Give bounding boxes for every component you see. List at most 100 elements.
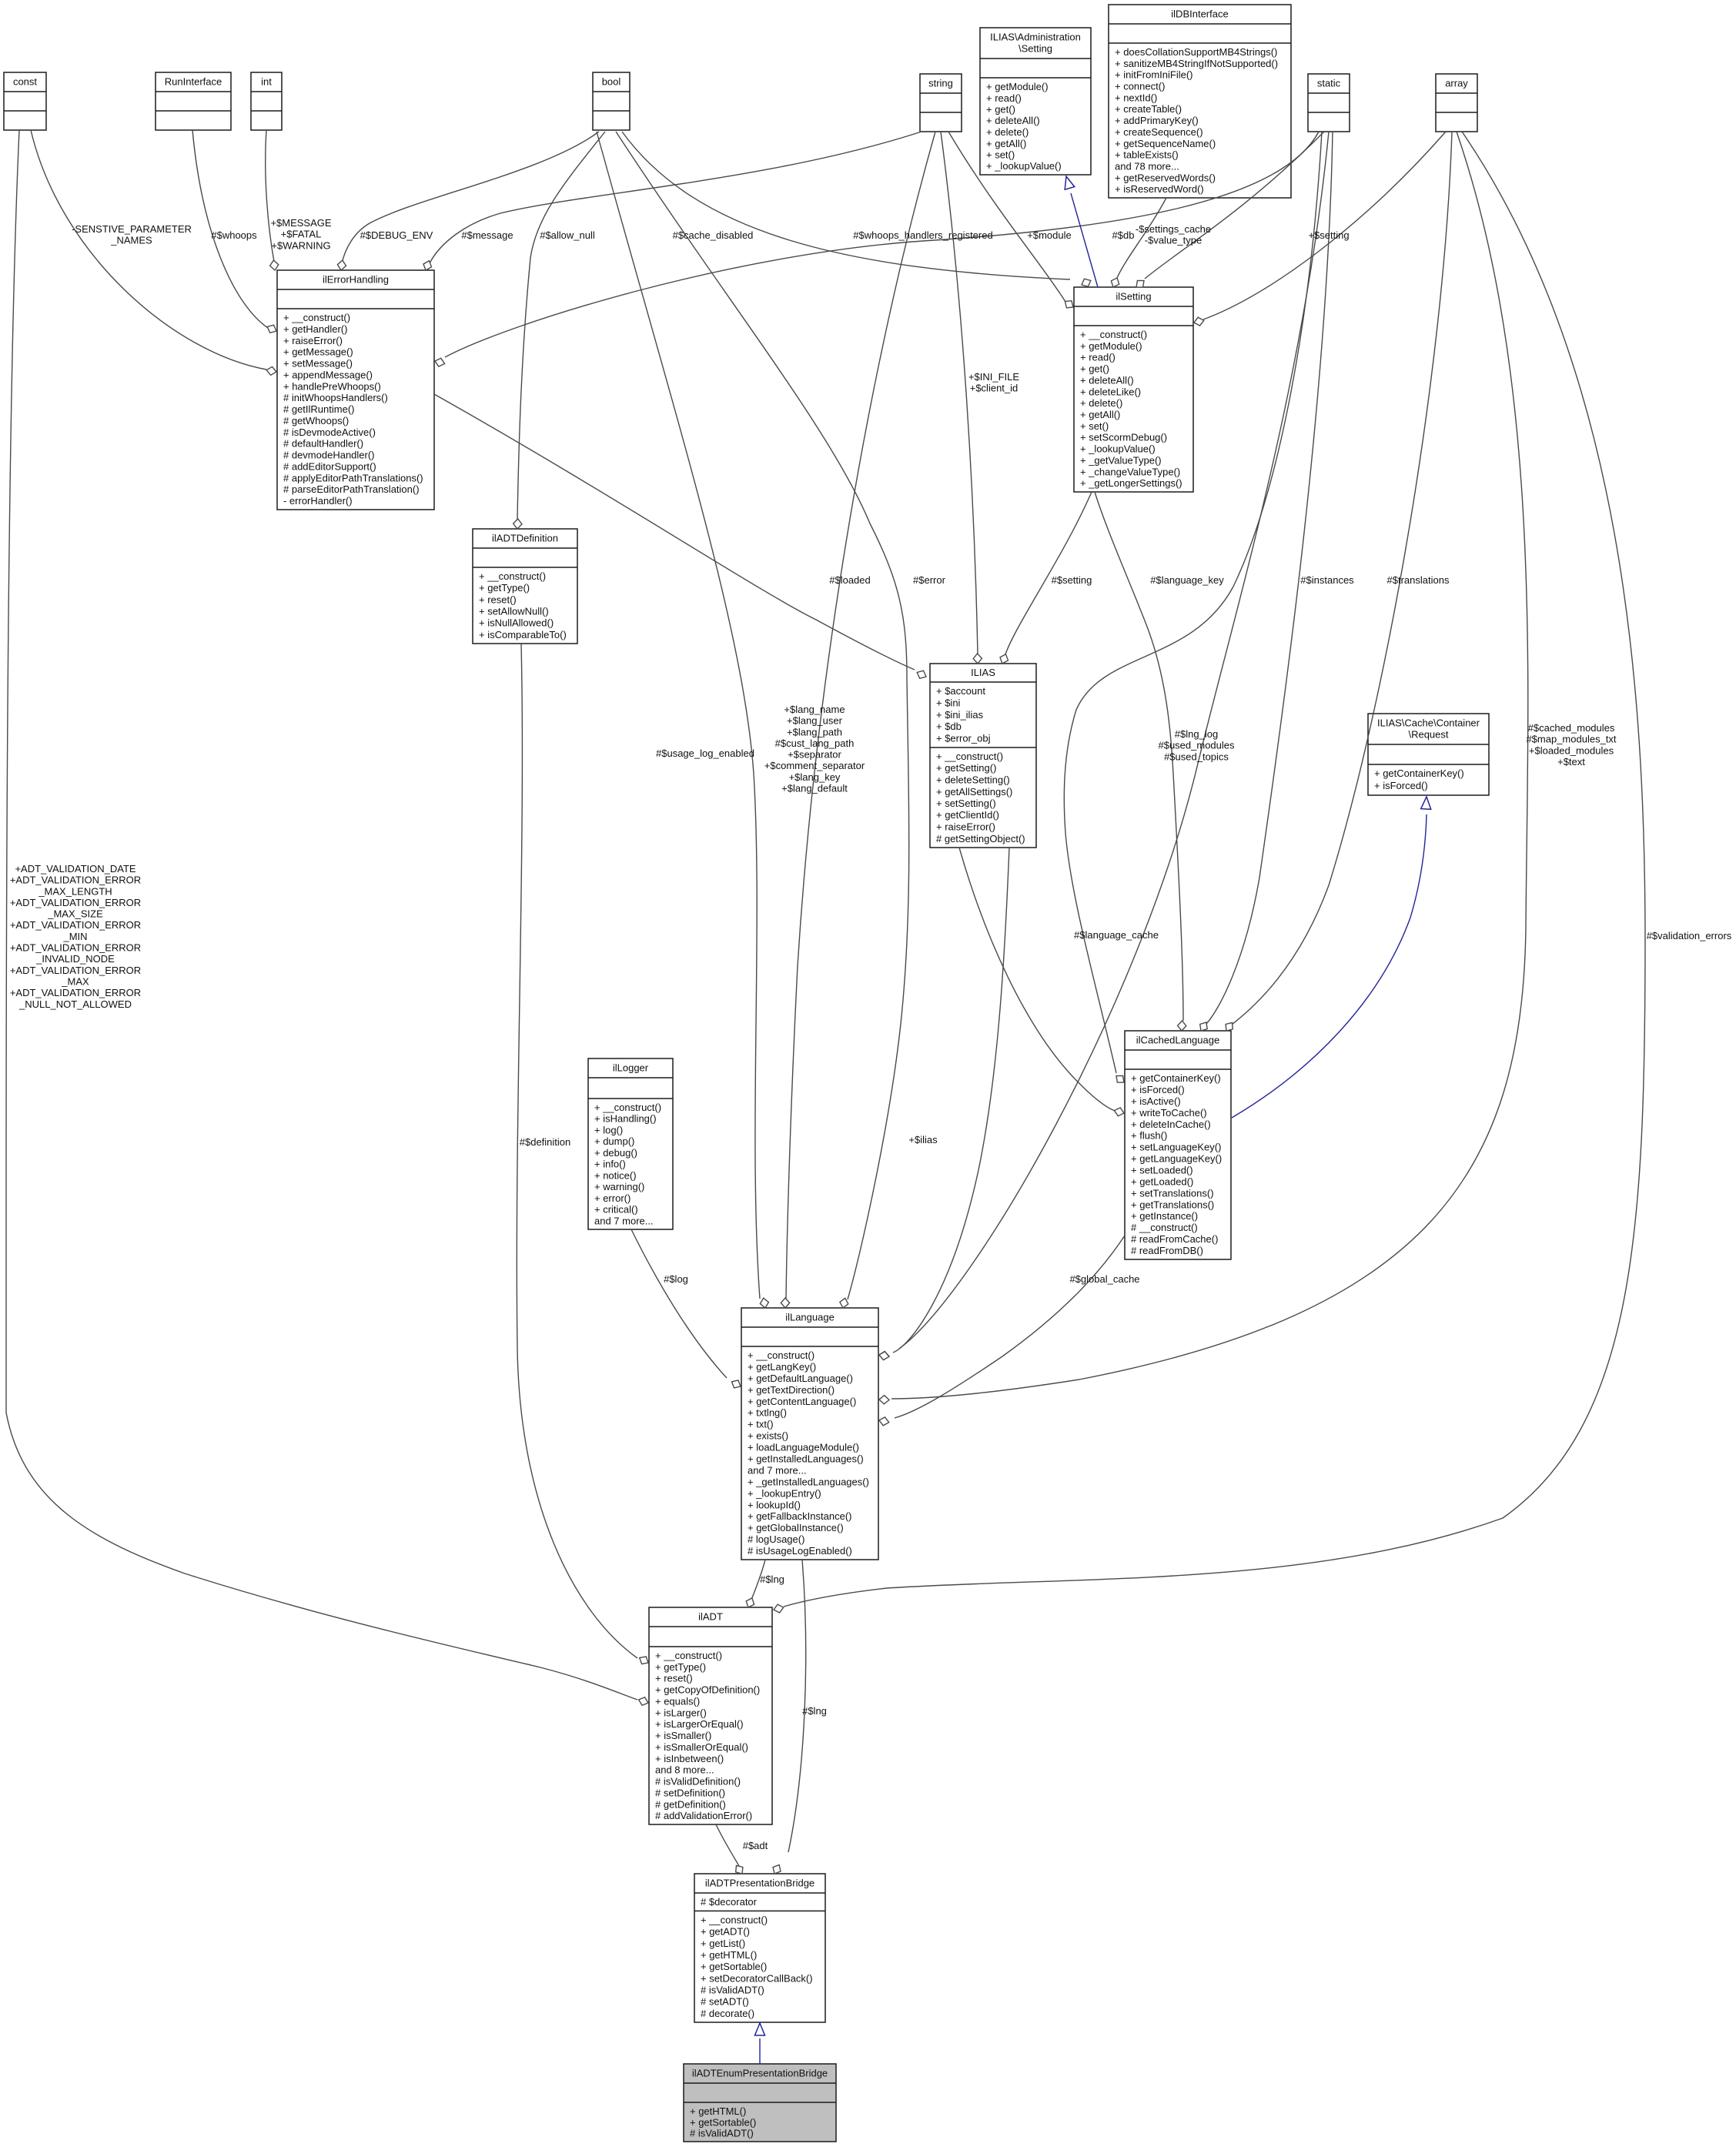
svg-text:#$validation_errors: #$validation_errors <box>1647 930 1732 941</box>
svg-text:# setDefinition(): # setDefinition() <box>655 1787 725 1798</box>
svg-text:+ setLoaded(): + setLoaded() <box>1131 1165 1193 1176</box>
svg-text:and 7 more...: and 7 more... <box>594 1215 654 1226</box>
svg-text:# getSettingObject(): # getSettingObject() <box>936 833 1025 844</box>
svg-text:# isValidDefinition(): # isValidDefinition() <box>655 1776 741 1787</box>
svg-text:+ connect(): + connect() <box>1115 81 1165 92</box>
svg-text:+ equals(): + equals() <box>655 1696 700 1707</box>
svg-text:#$map_modules_txt: #$map_modules_txt <box>1526 734 1616 745</box>
svg-text:+ _getLongerSettings(): + _getLongerSettings() <box>1080 477 1182 489</box>
svg-text:+ set(): + set() <box>1080 420 1109 432</box>
svg-text:# isUsageLogEnabled(): # isUsageLogEnabled() <box>748 1545 852 1557</box>
svg-text:+$setting: +$setting <box>1308 229 1349 241</box>
svg-text:#$adt: #$adt <box>743 1840 768 1851</box>
svg-text:+ isForced(): + isForced() <box>1374 780 1428 791</box>
svg-text:# initWhoopsHandlers(): # initWhoopsHandlers() <box>283 392 388 403</box>
svg-text:+ isLarger(): + isLarger() <box>655 1707 707 1718</box>
svg-text:+ getContentLanguage(): + getContentLanguage() <box>748 1396 856 1407</box>
svg-text:#$db: #$db <box>1112 229 1135 241</box>
svg-text:and 8 more...: and 8 more... <box>655 1764 714 1776</box>
svg-text:+ setTranslations(): + setTranslations() <box>1131 1187 1214 1199</box>
svg-text:#$setting: #$setting <box>1052 574 1092 586</box>
svg-text:array: array <box>1445 78 1468 89</box>
svg-text:_MAX: _MAX <box>61 976 89 988</box>
svg-text:#$used_topics: #$used_topics <box>1164 751 1229 762</box>
svg-text:#$used_modules: #$used_modules <box>1158 740 1235 751</box>
svg-text:+ isForced(): + isForced() <box>1131 1084 1185 1095</box>
svg-text:+ __construct(): + __construct() <box>479 570 546 582</box>
svg-text:ilCachedLanguage: ilCachedLanguage <box>1136 1035 1219 1046</box>
svg-text:+ info(): + info() <box>594 1159 626 1170</box>
svg-text:+ loadLanguageModule(): + loadLanguageModule() <box>748 1442 859 1453</box>
svg-text:+ get(): + get() <box>1080 363 1109 375</box>
svg-text:\Setting: \Setting <box>1019 43 1052 55</box>
svg-text:+ getSortable(): + getSortable() <box>701 1961 767 1972</box>
svg-text:+ getTranslations(): + getTranslations() <box>1131 1199 1214 1210</box>
svg-text:ilLogger: ilLogger <box>613 1062 649 1074</box>
svg-text:+ _lookupValue(): + _lookupValue() <box>1080 443 1156 455</box>
svg-text:+ getContainerKey(): + getContainerKey() <box>1374 768 1464 779</box>
svg-text:_INVALID_NODE: _INVALID_NODE <box>35 953 115 965</box>
svg-text:+$lang_path: +$lang_path <box>787 726 842 737</box>
svg-text:+ADT_VALIDATION_ERROR: +ADT_VALIDATION_ERROR <box>10 942 141 954</box>
svg-text:+ isInbetween(): + isInbetween() <box>655 1753 724 1764</box>
svg-text:# getDefinition(): # getDefinition() <box>655 1798 726 1810</box>
svg-text:+ getType(): + getType() <box>479 582 530 594</box>
svg-text:+$INI_FILE: +$INI_FILE <box>968 371 1019 383</box>
svg-text:+ADT_VALIDATION_ERROR: +ADT_VALIDATION_ERROR <box>10 919 141 931</box>
svg-text:ilErrorHandling: ilErrorHandling <box>323 274 389 286</box>
svg-text:and 78 more...: and 78 more... <box>1115 161 1179 172</box>
svg-text:#$cust_lang_path: #$cust_lang_path <box>775 737 855 749</box>
svg-text:#$lng_log: #$lng_log <box>1175 728 1218 740</box>
svg-text:+ getGlobalInstance(): + getGlobalInstance() <box>748 1522 844 1533</box>
svg-text:+ __construct(): + __construct() <box>936 751 1003 762</box>
svg-text:# getWhoops(): # getWhoops() <box>283 415 349 426</box>
svg-text:+ createSequence(): + createSequence() <box>1115 126 1203 138</box>
svg-text:+ critical(): + critical() <box>594 1204 638 1216</box>
svg-text:+ isReservedWord(): + isReservedWord() <box>1115 183 1204 195</box>
svg-text:+ getTextDirection(): + getTextDirection() <box>748 1384 835 1396</box>
svg-text:# applyEditorPathTranslations(: # applyEditorPathTranslations() <box>283 472 423 483</box>
svg-text:+ getLangKey(): + getLangKey() <box>748 1361 816 1373</box>
svg-text:ilADT: ilADT <box>698 1611 723 1623</box>
svg-text:+ delete(): + delete() <box>1080 397 1122 409</box>
svg-text:+ exists(): + exists() <box>748 1430 788 1442</box>
svg-text:_MIN: _MIN <box>62 931 87 942</box>
svg-text:#$error: #$error <box>913 574 946 586</box>
svg-text:#$lng: #$lng <box>802 1705 827 1717</box>
svg-text:+$ilias: +$ilias <box>908 1134 938 1145</box>
svg-text:+ raiseError(): + raiseError() <box>283 335 343 346</box>
svg-text:#$loaded: #$loaded <box>829 574 871 586</box>
svg-text:+ deleteInCache(): + deleteInCache() <box>1131 1119 1211 1130</box>
svg-text:# setADT(): # setADT() <box>701 1996 749 2008</box>
svg-text:+ isSmallerOrEqual(): + isSmallerOrEqual() <box>655 1741 748 1753</box>
svg-text:bool: bool <box>602 76 621 88</box>
svg-text:+ error(): + error() <box>594 1192 631 1204</box>
svg-text:# parseEditorPathTranslation(): # parseEditorPathTranslation() <box>283 483 420 495</box>
svg-text:#$log: #$log <box>664 1273 688 1285</box>
svg-text:# readFromDB(): # readFromDB() <box>1131 1245 1203 1256</box>
svg-text:-SENSTIVE_PARAMETER: -SENSTIVE_PARAMETER <box>72 223 192 235</box>
svg-text:# isValidADT(): # isValidADT() <box>690 2128 754 2139</box>
svg-text:+ getContainerKey(): + getContainerKey() <box>1131 1072 1221 1084</box>
svg-text:ilADTDefinition: ilADTDefinition <box>492 533 558 544</box>
svg-text:+ __construct(): + __construct() <box>748 1349 814 1361</box>
svg-text:static: static <box>1317 78 1341 89</box>
svg-text:+ getDefaultLanguage(): + getDefaultLanguage() <box>748 1373 853 1384</box>
svg-text:+ADT_VALIDATION_ERROR: +ADT_VALIDATION_ERROR <box>10 965 141 976</box>
svg-text:-$value_type: -$value_type <box>1145 235 1202 246</box>
svg-text:+ isSmaller(): + isSmaller() <box>655 1730 711 1741</box>
svg-text:+ADT_VALIDATION_ERROR: +ADT_VALIDATION_ERROR <box>10 987 141 998</box>
svg-text:# readFromCache(): # readFromCache() <box>1131 1233 1218 1245</box>
svg-text:+$comment_separator: +$comment_separator <box>764 760 865 771</box>
svg-text:+ read(): + read() <box>986 92 1022 104</box>
svg-text:+ __construct(): + __construct() <box>655 1650 722 1661</box>
svg-text:+$lang_name: +$lang_name <box>784 704 845 715</box>
svg-text:+ setSetting(): + setSetting() <box>936 798 996 809</box>
svg-text:+ _changeValueType(): + _changeValueType() <box>1080 466 1180 477</box>
svg-text:+ getReservedWords(): + getReservedWords() <box>1115 172 1216 183</box>
svg-text:+ isLargerOrEqual(): + isLargerOrEqual() <box>655 1718 744 1730</box>
svg-text:+ getInstance(): + getInstance() <box>1131 1210 1198 1222</box>
svg-text:+$lang_user: +$lang_user <box>787 715 843 727</box>
svg-text:+ getType(): + getType() <box>655 1661 706 1673</box>
svg-text:#$cache_disabled: #$cache_disabled <box>673 229 754 241</box>
